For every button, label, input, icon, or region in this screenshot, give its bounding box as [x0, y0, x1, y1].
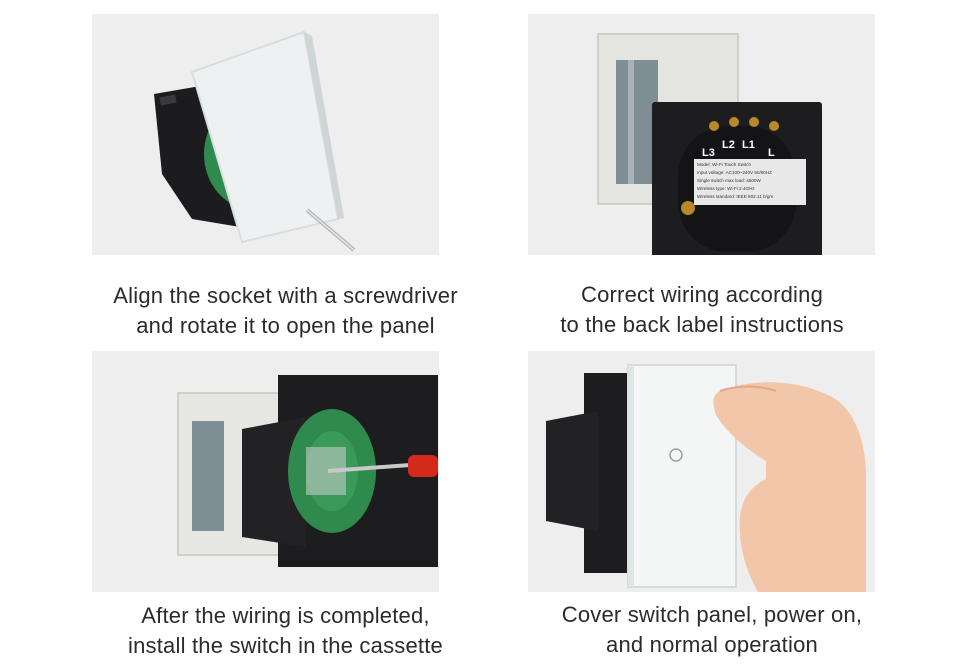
step-2-illustration: L3 L2 L1 L Model: Wi-Fi Touch Switch Inp… — [597, 33, 822, 255]
step-1-caption: Align the socket with a screwdriver and … — [60, 281, 511, 341]
step-4-caption-line-1: Cover switch panel, power on, — [561, 602, 863, 627]
step-2-caption-line-1: Correct wiring according — [581, 282, 823, 307]
step-1-caption-line-2: and rotate it to open the panel — [136, 313, 435, 338]
step-2-photo: L3 L2 L1 L Model: Wi-Fi Touch Switch Inp… — [528, 14, 875, 255]
back-label-line: Input voltage: AC100~240V 50/60HZ — [697, 170, 772, 175]
back-label-line: Single switch max load: ≤600W — [697, 178, 761, 183]
terminal-label: L2 — [722, 139, 735, 151]
terminal-label: L1 — [742, 139, 755, 151]
step-2-caption-line-2: to the back label instructions — [560, 312, 844, 337]
terminal-label: L — [768, 147, 775, 159]
step-3-caption: After the wiring is completed, install t… — [60, 601, 511, 661]
step-1-caption-line-1: Align the socket with a screwdriver — [113, 283, 458, 308]
step-3-illustration — [177, 375, 438, 567]
step-3-caption-line-2: install the switch in the cassette — [128, 633, 443, 658]
step-3-photo — [92, 351, 439, 592]
back-label-line: Wireless standard: IEEE 802.11 b/g/n — [697, 194, 774, 199]
step-1-illustration — [154, 30, 356, 252]
step-4-caption: Cover switch panel, power on, and normal… — [500, 600, 924, 660]
back-label-line: Model: Wi-Fi Touch Switch — [697, 162, 751, 167]
terminal-label: L3 — [702, 147, 715, 159]
step-1-photo — [92, 14, 439, 255]
step-4-illustration — [546, 364, 866, 592]
step-3-caption-line-1: After the wiring is completed, — [141, 603, 430, 628]
step-4-caption-line-2: and normal operation — [606, 632, 818, 657]
step-2-caption: Correct wiring according to the back lab… — [500, 280, 904, 340]
step-4-photo — [528, 351, 875, 592]
back-label-line: Wireless type: Wi-Fi 2.4GHz — [697, 186, 755, 191]
